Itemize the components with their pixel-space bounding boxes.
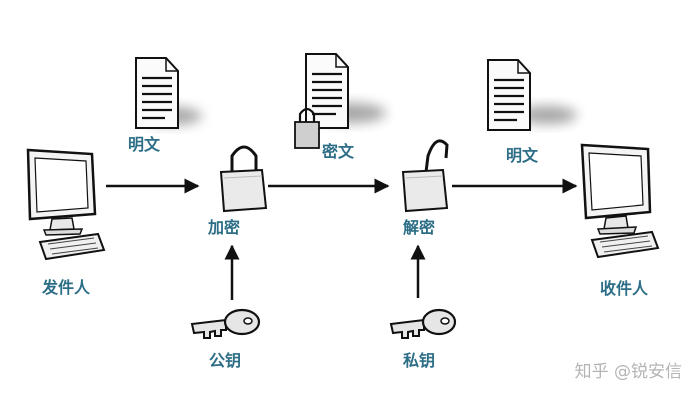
- ciphertext-label: 密文: [322, 142, 355, 161]
- private-key: [389, 308, 457, 339]
- receiver-label: 收件人: [600, 279, 649, 298]
- padlock-closed-icon: [219, 145, 268, 213]
- keyboard-icon: [590, 230, 660, 259]
- plaintext-label-right: 明文: [506, 146, 539, 165]
- padlock-open-icon: [401, 139, 449, 213]
- plaintext-document-left: [135, 57, 202, 129]
- plaintext-label-left: 明文: [128, 135, 161, 154]
- encrypt-label: 加密: [208, 218, 241, 237]
- receiver-computer: [580, 143, 660, 259]
- encrypt-lock: [219, 145, 268, 213]
- document-icon: [487, 59, 531, 131]
- monitor-icon: [580, 143, 652, 235]
- keyboard-icon: [38, 232, 106, 261]
- key-icon: [389, 308, 457, 339]
- key-icon: [190, 308, 261, 339]
- padlock-closed-icon: [294, 107, 320, 149]
- document-icon: [305, 53, 349, 129]
- private-key-label: 私钥: [403, 351, 436, 370]
- watermark: 知乎 @锐安信: [574, 362, 682, 382]
- decrypt-lock: [401, 139, 449, 213]
- decrypt-label: 解密: [403, 218, 436, 237]
- monitor-icon: [26, 148, 97, 236]
- public-key-label: 公钥: [209, 351, 242, 370]
- document-icon: [135, 57, 179, 129]
- public-key: [190, 308, 261, 339]
- sender-computer: [26, 148, 106, 261]
- sender-label: 发件人: [42, 278, 91, 297]
- plaintext-document-right: [487, 59, 577, 131]
- ciphertext-document: [294, 53, 386, 149]
